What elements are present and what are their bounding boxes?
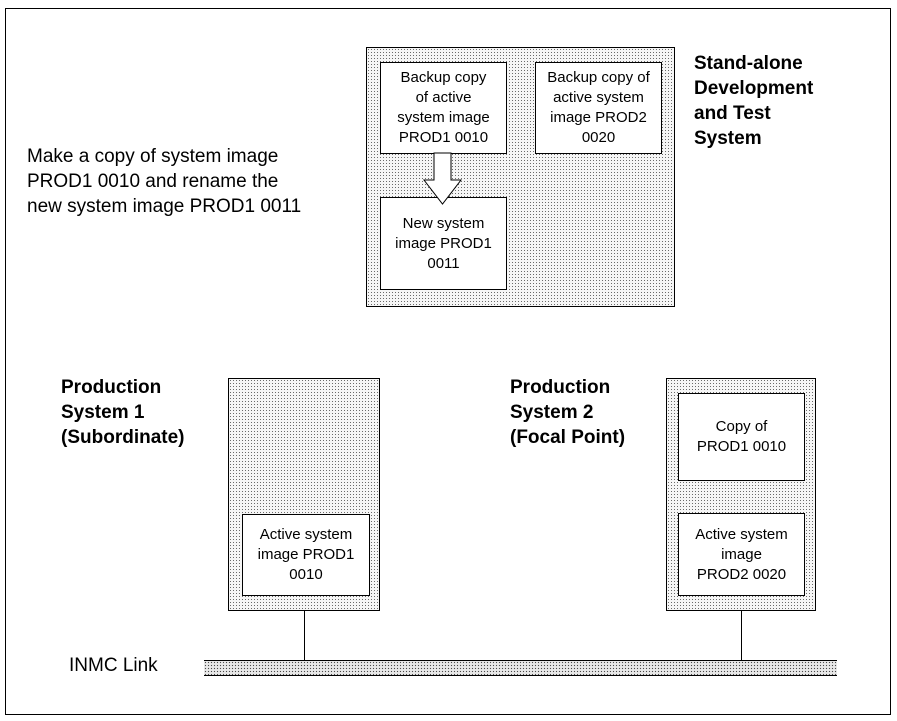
production-2-link-connector: [741, 611, 742, 661]
copy-arrow-icon: [422, 152, 463, 205]
inmc-link-bar: [204, 660, 837, 676]
production-2-copy-box: Copy of PROD1 0010: [678, 393, 805, 481]
backup-prod2-box: Backup copy of active system image PROD2…: [535, 62, 662, 154]
copy-instruction-text: Make a copy of system image PROD1 0010 a…: [27, 146, 302, 217]
copy-arrow-shape: [422, 152, 463, 205]
production-system-1-heading: Production System 1 (Subordinate): [61, 377, 185, 448]
new-image-box: New system image PROD1 0011: [380, 197, 507, 290]
production-1-active-image-box: Active system image PROD1 0010: [242, 514, 370, 596]
production-2-active-image-box: Active system image PROD2 0020: [678, 513, 805, 596]
dev-system-heading: Stand-alone Development and Test System: [694, 53, 814, 149]
backup-prod1-box: Backup copy of active system image PROD1…: [380, 62, 507, 154]
production-system-2-heading: Production System 2 (Focal Point): [510, 377, 626, 448]
production-1-link-connector: [304, 611, 305, 661]
inmc-link-label: INMC Link: [69, 655, 158, 676]
